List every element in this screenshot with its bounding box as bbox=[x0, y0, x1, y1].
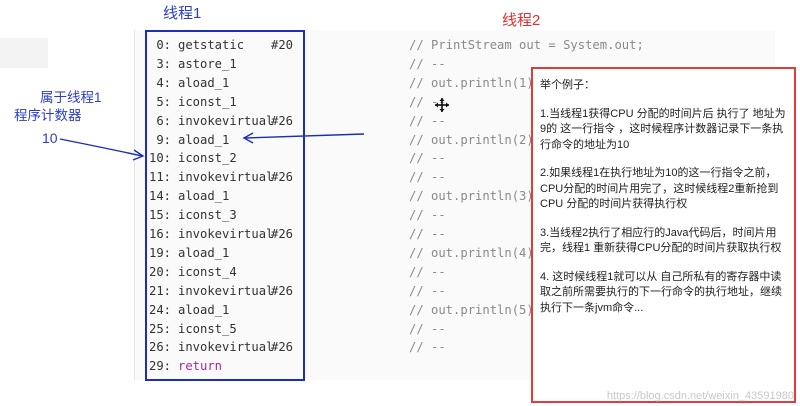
code-line: 26: invokevirtual#26 // -- bbox=[135, 338, 775, 357]
note-step-2: 2.如果线程1在执行地址为10的这一行指令之前，CPU分配的时间片用完了，这时候… bbox=[540, 167, 779, 210]
code-comment: // out.println(2); bbox=[409, 132, 542, 147]
code-comment: // -- bbox=[409, 227, 446, 241]
code-instruction: aload_1 bbox=[178, 132, 230, 147]
code-comment: // -- bbox=[409, 170, 446, 185]
code-line: 14: aload_1 // out.println(3); bbox=[135, 187, 775, 206]
code-instruction: invokevirtual bbox=[178, 113, 274, 128]
pc-arrow-head bbox=[132, 149, 145, 161]
code-instruction: iconst_1 bbox=[178, 94, 237, 109]
code-instruction: invokevirtual bbox=[178, 340, 274, 355]
code-line: 19: aload_1 // out.println(4); bbox=[135, 244, 775, 263]
move-cursor-icon bbox=[435, 98, 449, 112]
code-line: 20: iconst_4 // -- bbox=[135, 263, 775, 282]
thread2-label: 线程2 bbox=[502, 12, 541, 29]
pc-label-line1: 属于线程1 bbox=[40, 90, 102, 105]
code-offset: 29: bbox=[149, 359, 172, 374]
code-line: 16: invokevirtual#26 // -- bbox=[135, 225, 775, 244]
code-offset: 4: bbox=[156, 75, 171, 90]
code-comment: // out.println(4); bbox=[409, 245, 542, 260]
code-instruction: getstatic bbox=[178, 38, 245, 52]
margin-highlight bbox=[0, 38, 48, 68]
code-instruction: iconst_2 bbox=[178, 151, 237, 166]
editor-left-margin bbox=[0, 0, 48, 406]
code-line: 24: aload_1 // out.println(5); bbox=[135, 301, 775, 320]
code-argument: #26 bbox=[271, 283, 294, 298]
code-offset: 24: bbox=[149, 302, 172, 317]
code-instruction: invokevirtual bbox=[178, 283, 274, 298]
watermark: https://blog.csdn.net/weixin_43591980 bbox=[606, 390, 794, 402]
code-offset: 14: bbox=[149, 189, 172, 204]
code-line: 9: aload_1 // out.println(2); bbox=[135, 131, 775, 150]
code-offset: 26: bbox=[149, 340, 172, 355]
code-line: 10: iconst_2 // -- bbox=[135, 149, 775, 168]
code-line: 3: astore_1 // -- bbox=[135, 55, 775, 74]
code-offset: 3: bbox=[156, 56, 171, 71]
program-counter-value: 10 bbox=[42, 130, 58, 146]
code-comment: // -- bbox=[409, 208, 446, 223]
code-comment: // out.println(3); bbox=[409, 189, 542, 204]
note-title: 举个例子： bbox=[540, 79, 595, 91]
code-instruction: invokevirtual bbox=[178, 170, 274, 185]
code-offset: 20: bbox=[149, 264, 172, 279]
code-comment: // out.println(1); bbox=[409, 75, 542, 90]
thread1-label: 线程1 bbox=[163, 5, 202, 22]
code-comment: // out.println(5); bbox=[409, 302, 542, 317]
note-step-4: 4. 这时候线程1就可以从 自己所私有的寄存器中读取之前所需要执行的下一行命令的… bbox=[540, 270, 782, 314]
code-offset: 19: bbox=[149, 245, 172, 260]
code-instruction: aload_1 bbox=[178, 75, 230, 90]
code-argument: #26 bbox=[271, 113, 294, 128]
code-line: 29: return bbox=[135, 357, 775, 376]
thread2-arrow-head bbox=[242, 132, 254, 144]
pc-arrow bbox=[59, 138, 143, 157]
code-comment: // -- bbox=[409, 264, 446, 279]
thread2-arrow bbox=[244, 133, 365, 139]
code-offset: 6: bbox=[156, 113, 171, 128]
code-comment: // -- bbox=[409, 283, 446, 298]
code-offset: 15: bbox=[149, 208, 172, 223]
code-argument: #26 bbox=[271, 340, 294, 355]
code-offset: 10: bbox=[149, 151, 172, 166]
code-offset: 25: bbox=[149, 321, 172, 336]
code-instruction: aload_1 bbox=[178, 189, 230, 204]
code-offset: 11: bbox=[149, 170, 172, 185]
code-line: 21: invokevirtual#26 // -- bbox=[135, 282, 775, 301]
pc-label-line2: 程序计数器 bbox=[14, 108, 82, 123]
code-offset: 5: bbox=[156, 94, 171, 109]
code-comment: // -- bbox=[409, 151, 446, 166]
code-line: 11: invokevirtual#26 // -- bbox=[135, 168, 775, 187]
code-line: 0: getstatic #20 // PrintStream out = Syste… bbox=[135, 36, 775, 55]
code-line: 6: invokevirtual#26 // -- bbox=[135, 112, 775, 131]
code-line: 25: iconst_5 // -- bbox=[135, 320, 775, 339]
code-offset: 16: bbox=[149, 227, 172, 241]
code-argument: #26 bbox=[271, 227, 294, 241]
note-step-1: 1.当线程1获得CPU 分配的时间片后 执行了 地址为9的 这一行指令 ，这时候… bbox=[540, 107, 786, 151]
thread1-box bbox=[145, 30, 305, 381]
code-comment: // -- bbox=[409, 56, 446, 71]
code-argument: #20 bbox=[271, 38, 294, 52]
code-offset: 9: bbox=[156, 132, 171, 147]
code-comment: // -- bbox=[409, 113, 446, 128]
code-offset: 0: bbox=[156, 38, 171, 52]
code-instruction: aload_1 bbox=[178, 302, 230, 317]
code-line: 15: iconst_3 // -- bbox=[135, 206, 775, 225]
code-instruction: iconst_3 bbox=[178, 208, 237, 223]
code-argument: #26 bbox=[271, 170, 294, 185]
example-note-box: 举个例子： 1.当线程1获得CPU 分配的时间片后 执行了 地址为9的 这一行指… bbox=[531, 67, 796, 403]
code-comment: // -- bbox=[409, 340, 446, 355]
note-step-3: 3.当线程2执行了相应行的Java代码后，时间片用完，线程1 重新获得CPU分配… bbox=[540, 226, 782, 255]
code-comment: // -- bbox=[409, 321, 446, 336]
code-instruction: invokevirtual bbox=[178, 227, 274, 241]
program-counter-label: 属于线程1 程序计数器 bbox=[14, 89, 102, 125]
code-instruction: astore_1 bbox=[178, 56, 237, 71]
code-instruction: aload_1 bbox=[178, 245, 230, 260]
code-line: 4: aload_1 // out.println(1); bbox=[135, 74, 775, 93]
code-offset: 21: bbox=[149, 283, 172, 298]
code-instruction: iconst_5 bbox=[178, 321, 237, 336]
code-instruction: return bbox=[178, 359, 223, 374]
code-instruction: iconst_4 bbox=[178, 264, 237, 279]
code-comment: // PrintStream out = System.out; bbox=[409, 38, 644, 52]
